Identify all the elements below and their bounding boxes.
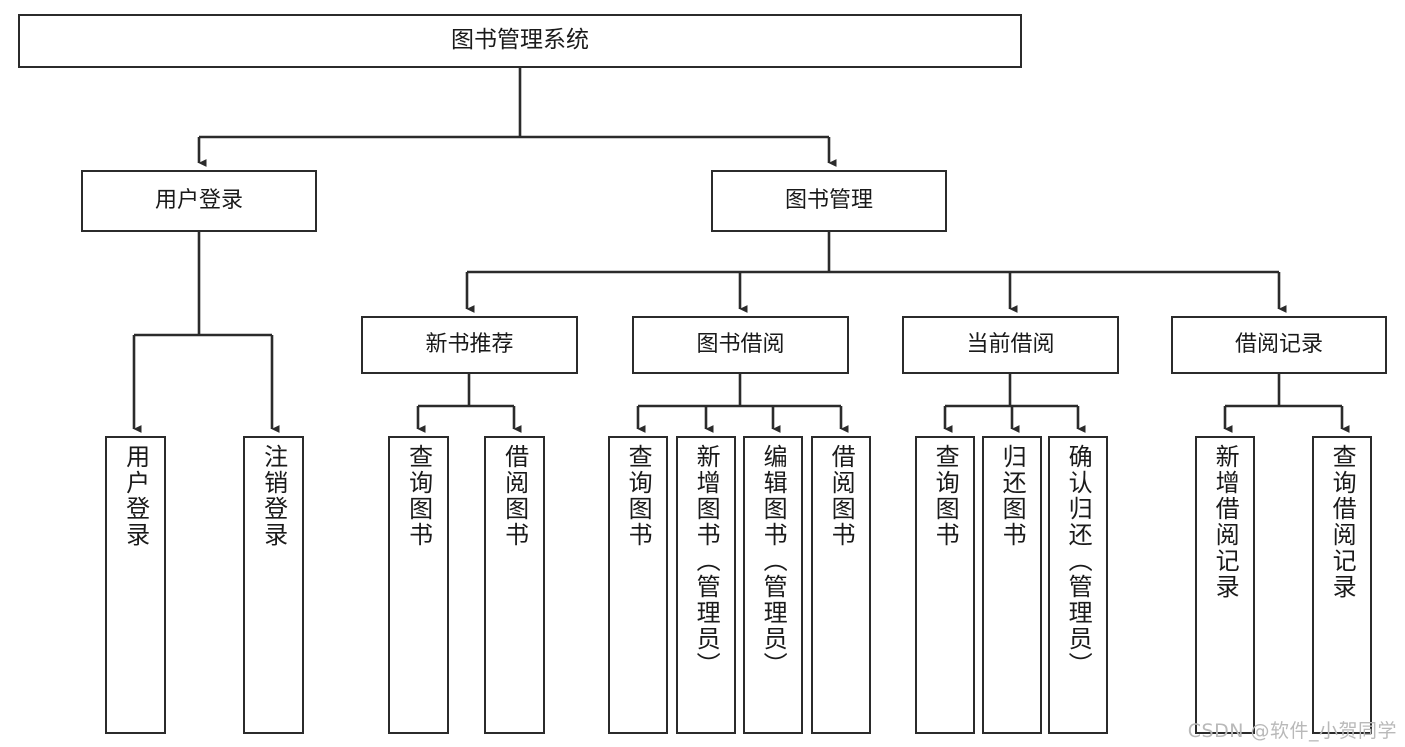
node-label: 借阅记录	[1234, 332, 1323, 358]
node-borrow-records[interactable]: 借阅记录	[1171, 316, 1387, 374]
node-label: 编辑图书（管理员）	[759, 444, 788, 678]
node-leaf-borrow-query[interactable]: 查询图书	[608, 436, 668, 734]
node-label: 借阅图书	[827, 444, 856, 548]
node-new-book-recommend[interactable]: 新书推荐	[361, 316, 578, 374]
node-label: 查询图书	[624, 444, 653, 548]
node-leaf-newbook-query[interactable]: 查询图书	[388, 436, 449, 734]
node-label: 借阅图书	[500, 444, 529, 548]
node-leaf-current-confirm-admin[interactable]: 确认归还（管理员）	[1048, 436, 1108, 734]
node-label: 用户登录	[154, 188, 243, 214]
node-label: 图书管理	[784, 188, 873, 214]
node-label: 新增图书（管理员）	[692, 444, 721, 678]
node-label: 新增借阅记录	[1211, 444, 1240, 600]
node-leaf-current-query[interactable]: 查询图书	[915, 436, 975, 734]
node-current-borrow[interactable]: 当前借阅	[902, 316, 1119, 374]
node-leaf-user-login[interactable]: 用户登录	[105, 436, 166, 734]
node-label: 当前借阅	[966, 332, 1055, 358]
node-label: 图书管理系统	[451, 27, 589, 54]
node-root-system[interactable]: 图书管理系统	[18, 14, 1022, 68]
node-label: 确认归还（管理员）	[1064, 444, 1093, 678]
node-leaf-current-return[interactable]: 归还图书	[982, 436, 1042, 734]
node-label: 用户登录	[121, 444, 150, 548]
node-leaf-user-logout[interactable]: 注销登录	[243, 436, 304, 734]
node-book-borrow[interactable]: 图书借阅	[632, 316, 849, 374]
node-leaf-borrow-edit-admin[interactable]: 编辑图书（管理员）	[743, 436, 803, 734]
node-label: 查询借阅记录	[1328, 444, 1357, 600]
node-leaf-record-query[interactable]: 查询借阅记录	[1312, 436, 1372, 734]
node-label: 查询图书	[931, 444, 960, 548]
node-label: 图书借阅	[696, 332, 785, 358]
node-leaf-borrow-book[interactable]: 借阅图书	[811, 436, 871, 734]
node-book-management[interactable]: 图书管理	[711, 170, 947, 232]
node-leaf-borrow-add-admin[interactable]: 新增图书（管理员）	[676, 436, 736, 734]
node-label: 注销登录	[259, 444, 288, 548]
node-leaf-newbook-borrow[interactable]: 借阅图书	[484, 436, 545, 734]
node-label: 查询图书	[404, 444, 433, 548]
node-leaf-record-add[interactable]: 新增借阅记录	[1195, 436, 1255, 734]
csdn-watermark: CSDN @软件_小贺同学	[1187, 720, 1397, 742]
node-label: 归还图书	[998, 444, 1027, 548]
node-label: 新书推荐	[425, 332, 514, 358]
node-user-login[interactable]: 用户登录	[81, 170, 317, 232]
